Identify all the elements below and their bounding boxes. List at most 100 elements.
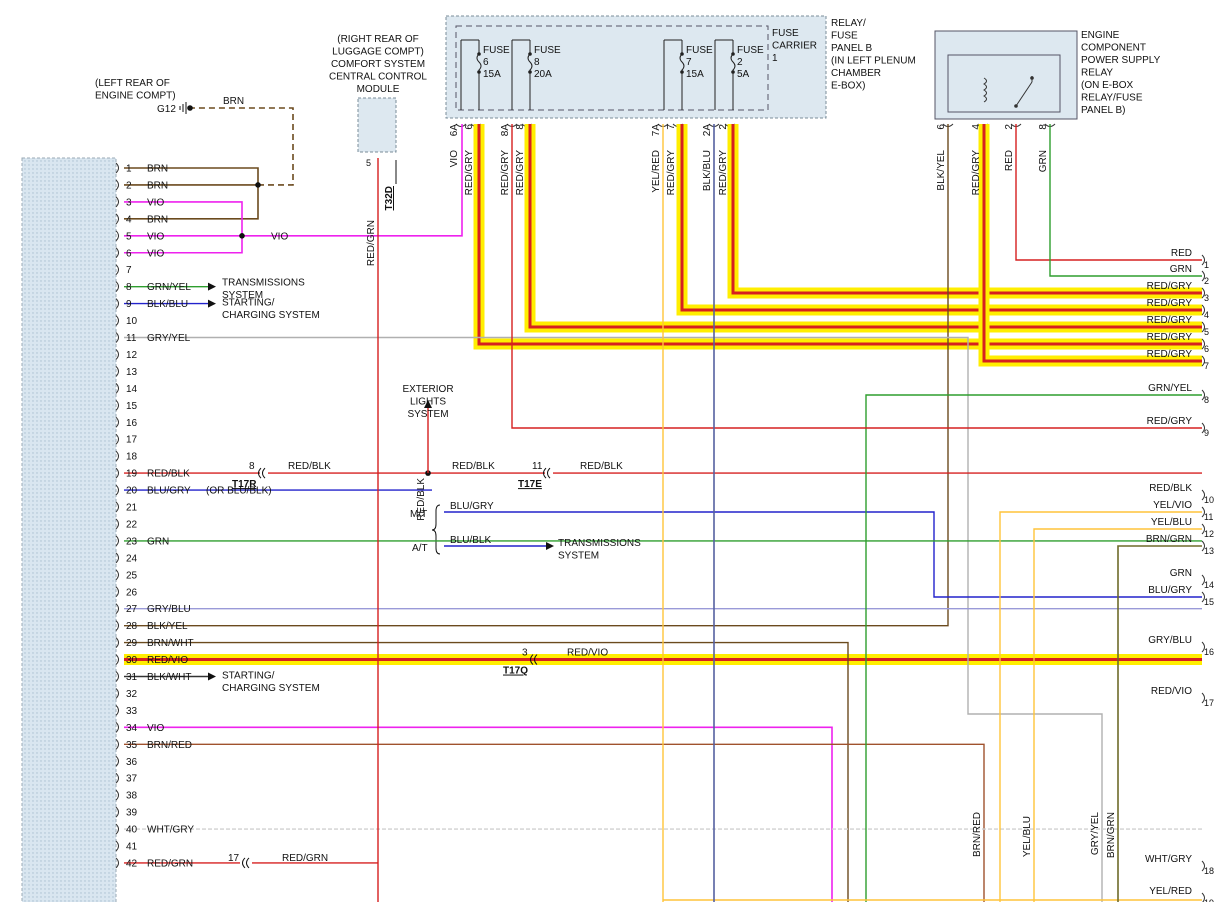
- ecm-pin-number: 9: [126, 299, 132, 310]
- right-pin-tick: [1201, 574, 1205, 586]
- right-pin-number: 12: [1204, 529, 1214, 539]
- right-pin-number: 2: [1204, 276, 1209, 286]
- ecm-pin-number: 40: [126, 825, 138, 836]
- right-pin-number: 4: [1204, 310, 1209, 320]
- splice-dot: [425, 470, 431, 476]
- ecm-pin-number: 12: [126, 350, 138, 361]
- fuse-pin-wire-color: RED/GRY: [464, 150, 475, 196]
- fuse-pin-number: 8A: [500, 124, 511, 137]
- right-pin-wire-color: GRN/YEL: [1148, 383, 1192, 394]
- right-pin-wire-color: RED/GRY: [1147, 281, 1193, 292]
- connector-t17q-label: T17Q: [503, 666, 528, 677]
- right-pin-tick: [1201, 489, 1205, 501]
- relay-contact-icon: [1014, 104, 1018, 108]
- vio-wire-label: VIO: [271, 231, 288, 242]
- ecm-pin-number: 23: [126, 536, 138, 547]
- right-pin-number: 10: [1204, 495, 1214, 505]
- fuse-rating: 15A: [483, 69, 501, 80]
- comfort-wire-label: RED/GRN: [366, 220, 377, 266]
- right-pin-number: 19: [1204, 898, 1214, 902]
- right-pin-number: 1: [1204, 260, 1209, 270]
- right-pin-tick: [1201, 506, 1205, 518]
- wire-red-gry-fuse6: [477, 124, 1202, 346]
- fuse-terminal-icon: [477, 52, 481, 56]
- ecm-pin-tick: [115, 823, 119, 835]
- ecm-pin-tick: [115, 230, 119, 242]
- right-pin-number: 17: [1204, 698, 1214, 708]
- right-pin-tick: [1201, 591, 1205, 603]
- ecm-pin-number: 29: [126, 638, 138, 649]
- ecm-pin-tick: [115, 620, 119, 632]
- right-pin-tick: [1201, 892, 1205, 902]
- ecm-pin-tick: [115, 484, 119, 496]
- right-pin-number: 7: [1204, 361, 1209, 371]
- right-pin-tick: [1201, 523, 1205, 535]
- ecm-pin-tick: [115, 654, 119, 665]
- ecm-pin-wire-color: VIO: [147, 197, 164, 208]
- connector-t17r: [258, 467, 266, 479]
- ecm-pin-number: 14: [126, 384, 138, 395]
- fuse-pin-wire-color: RED/GRY: [515, 150, 526, 196]
- ecm-pin-number: 18: [126, 452, 138, 463]
- ecm-pin-tick: [115, 738, 119, 750]
- ecm-pin-tick: [115, 179, 119, 191]
- ecm-pin-wire-color: RED/GRN: [147, 858, 193, 869]
- right-pin-tick: [1201, 422, 1205, 434]
- ecm-pin-tick: [115, 671, 119, 682]
- relay-fuse-panel-box: [445, 15, 827, 119]
- ecm-pin-tick: [115, 349, 119, 360]
- ecm-pin-number: 15: [126, 401, 138, 412]
- right-pin-wire-color: RED/GRY: [1147, 349, 1193, 360]
- ecm-pin-number: 37: [126, 774, 138, 785]
- right-pin-number: 16: [1204, 647, 1214, 657]
- blu-gry-wire-label: BLU/GRY: [450, 501, 494, 512]
- ecm-pin-number: 2: [126, 180, 132, 191]
- ecm-pin-tick: [115, 264, 119, 276]
- relay-pin-number: 8: [1038, 124, 1049, 130]
- fuse-terminal-icon: [477, 70, 481, 74]
- option-brace-icon: [431, 504, 441, 555]
- ecm-pin-wire-color: BRN: [147, 164, 168, 175]
- relay-coil-icon: [983, 77, 987, 103]
- ground-label: G12: [157, 104, 176, 115]
- wire-gry-yel: [124, 336, 1103, 902]
- connector-pin-label: 11: [532, 461, 543, 472]
- right-pin-tick: [1201, 287, 1205, 299]
- ecm-pin-wire-color: GRY/BLU: [147, 604, 191, 615]
- wire-red: [1015, 124, 1202, 261]
- ecm-pin-number: 11: [126, 333, 137, 344]
- right-pin-tick: [1201, 338, 1205, 350]
- right-pin-wire-color: GRN: [1170, 264, 1192, 275]
- label-layer: 6AVIO6RED/GRY8ARED/GRY8RED/GRY7AYEL/RED7…: [95, 78, 1117, 864]
- wire-vio-34: [124, 726, 833, 902]
- ecm-pin-tick: [115, 332, 119, 343]
- fuse-label: FUSE: [737, 45, 764, 56]
- ecm-pin-number: 33: [126, 706, 138, 717]
- right-pin-tick: [1201, 254, 1205, 266]
- fuse-pin-wire-color: RED/GRY: [666, 150, 677, 196]
- ecm-pin-tick: [115, 501, 119, 513]
- ground-point: [187, 105, 193, 111]
- arrow-icon: [546, 542, 554, 550]
- right-pin-tick: [1201, 860, 1205, 872]
- right-pin-number: 3: [1204, 293, 1209, 303]
- ecm-pin-number: 7: [126, 265, 132, 276]
- ecm-pin-tick: [115, 721, 119, 733]
- connector-pin-label: 3: [522, 648, 528, 659]
- ecm-pin-tick: [115, 772, 119, 784]
- ecm-pin-tick: [115, 247, 119, 259]
- fuse-rating: 20A: [534, 69, 552, 80]
- relay-pin-wire-color: GRN: [1038, 150, 1049, 172]
- right-pin-tick: [1201, 692, 1205, 704]
- relay-pin-wire-color: BLK/YEL: [936, 150, 947, 191]
- ecm-pin-number: 39: [126, 808, 138, 819]
- ecm-pin-tick: [115, 315, 119, 326]
- ecm-pin-wire-color: BRN/RED: [147, 740, 192, 751]
- fuse-rating: 5A: [737, 69, 750, 80]
- fuse-pin-number: 6A: [449, 124, 460, 137]
- fuse-number: 7: [686, 57, 692, 68]
